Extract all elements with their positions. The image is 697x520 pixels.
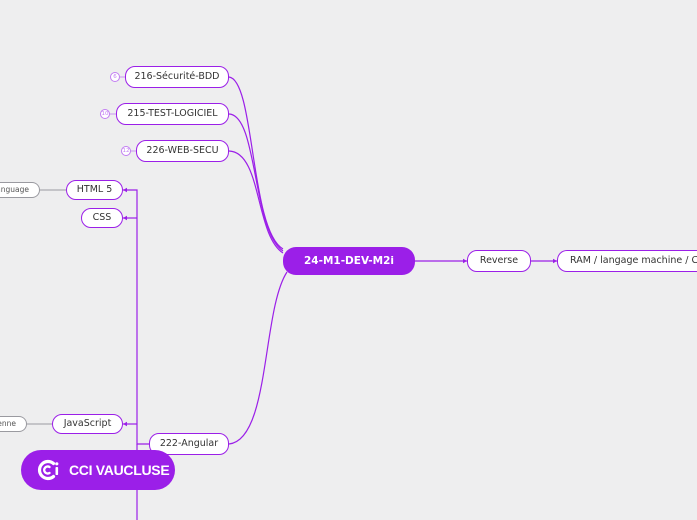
- arrow-html: [123, 187, 127, 193]
- branch-label: 216-Sécurité-BDD: [134, 71, 220, 83]
- branch-ram-langage-machine[interactable]: RAM / langage machine / CPU: [557, 250, 697, 272]
- branch-226-web-secu[interactable]: 226-WEB-SECU: [136, 140, 229, 162]
- branch-216-securite-bdd[interactable]: 216-Sécurité-BDD: [125, 66, 229, 88]
- branch-javascript-child[interactable]: enne: [0, 416, 27, 432]
- count-badge[interactable]: 6: [110, 72, 120, 82]
- cci-logo-icon: [37, 459, 59, 481]
- arrow-ram: [553, 258, 557, 264]
- link-angular-trunk: [123, 189, 149, 445]
- branch-label: RAM / langage machine / CPU: [570, 255, 697, 267]
- root-node[interactable]: 24-M1-DEV-M2i: [283, 247, 415, 275]
- branch-label: CSS: [92, 212, 112, 224]
- brand-name: CCI VAUCLUSE: [69, 462, 170, 478]
- link-root-angular: [228, 271, 288, 445]
- branch-html5-language[interactable]: anguage: [0, 182, 40, 198]
- branch-215-test-logiciel[interactable]: 215-TEST-LOGICIEL: [116, 103, 229, 125]
- count-badge[interactable]: 12: [121, 146, 131, 156]
- branch-label: 215-TEST-LOGICIEL: [127, 108, 218, 120]
- root-label: 24-M1-DEV-M2i: [303, 254, 395, 267]
- branch-reverse[interactable]: Reverse: [467, 250, 531, 272]
- arrow-reverse: [463, 258, 467, 264]
- branch-label: Reverse: [479, 255, 519, 267]
- branch-222-angular[interactable]: 222-Angular: [149, 433, 229, 455]
- branch-label: JavaScript: [63, 418, 112, 430]
- branch-javascript[interactable]: JavaScript: [52, 414, 123, 434]
- branch-label: enne: [0, 419, 16, 429]
- arrow-css: [123, 215, 127, 221]
- cci-vaucluse-logo[interactable]: CCI VAUCLUSE: [21, 450, 175, 490]
- link-root-216: [228, 76, 284, 250]
- branch-label: 222-Angular: [159, 438, 219, 450]
- branch-label: 226-WEB-SECU: [146, 145, 219, 157]
- count-badge[interactable]: 10: [100, 109, 110, 119]
- branch-css[interactable]: CSS: [81, 208, 123, 228]
- branch-label: anguage: [0, 185, 29, 195]
- branch-html5[interactable]: HTML 5: [66, 180, 123, 200]
- branch-label: HTML 5: [76, 184, 113, 196]
- link-root-226: [228, 150, 284, 254]
- arrow-js: [123, 421, 127, 427]
- link-root-215: [228, 113, 284, 252]
